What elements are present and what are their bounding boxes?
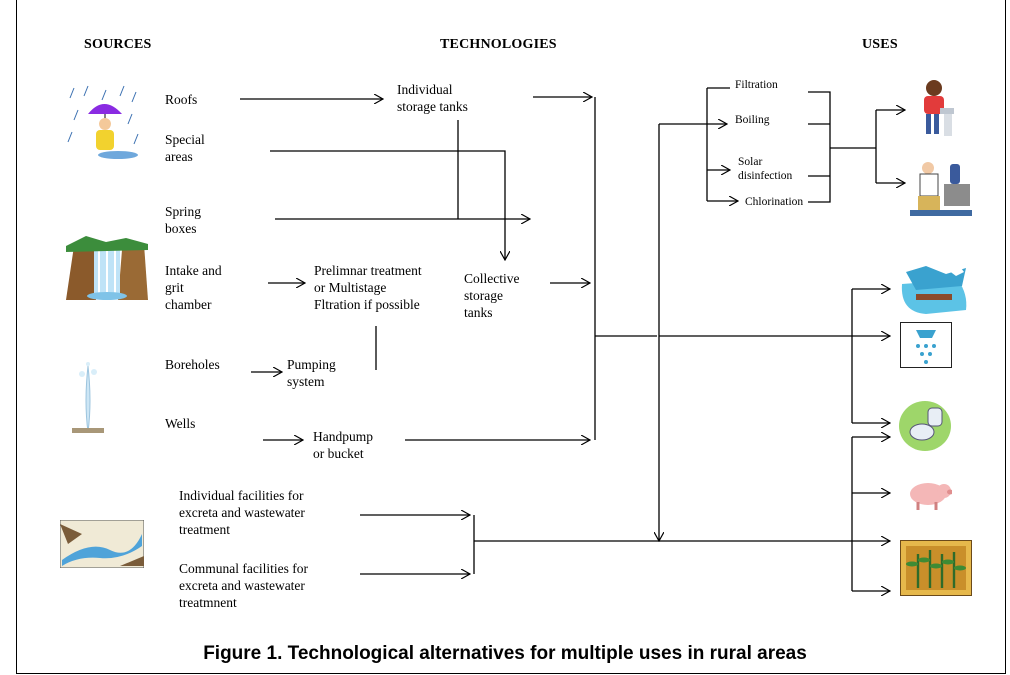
waterfall-icon xyxy=(66,236,148,300)
treatment-boiling: Boiling xyxy=(735,114,770,126)
cooking-person-icon xyxy=(910,162,972,216)
treatment-filtration: Filtration xyxy=(735,79,778,91)
source-intake: Intake and grit chamber xyxy=(165,263,222,312)
header-technologies: TECHNOLOGIES xyxy=(440,37,557,52)
source-wells: Wells xyxy=(165,416,196,431)
treatment-solar: Solar disinfection xyxy=(738,156,793,182)
source-communal-facilities: Communal facilities for excreta and wast… xyxy=(179,561,308,610)
treatment-chlorination: Chlorination xyxy=(745,196,804,208)
source-individual-facilities: Individual facilities for excreta and wa… xyxy=(179,488,305,537)
source-special-areas: Special areas xyxy=(165,132,205,164)
source-boreholes: Boreholes xyxy=(165,357,220,372)
source-roofs: Roofs xyxy=(165,92,198,107)
header-uses: USES xyxy=(862,37,898,52)
stream-icon xyxy=(60,520,144,568)
tech-handpump: Handpump or bucket xyxy=(313,429,373,461)
crops-icon xyxy=(900,540,972,596)
drinking-child-icon xyxy=(924,80,954,136)
water-jet-icon xyxy=(72,362,104,433)
shower-icon xyxy=(900,322,952,368)
tech-pumping-system: Pumping system xyxy=(287,357,336,389)
toilet-icon xyxy=(899,401,951,451)
tech-individual-tanks: Individual storage tanks xyxy=(397,82,468,114)
rain-person-icon xyxy=(67,85,139,159)
laundry-icon xyxy=(901,264,967,314)
tech-pretreatment: Prelimnar treatment or Multistage Fltrat… xyxy=(314,263,422,312)
source-spring-boxes: Spring boxes xyxy=(165,204,202,236)
pig-icon xyxy=(910,483,952,510)
header-sources: SOURCES xyxy=(84,37,152,52)
tech-collective-tanks: Collective storage tanks xyxy=(464,271,520,320)
figure-frame xyxy=(16,0,1006,674)
figure-caption: Figure 1. Technological alternatives for… xyxy=(203,643,807,664)
